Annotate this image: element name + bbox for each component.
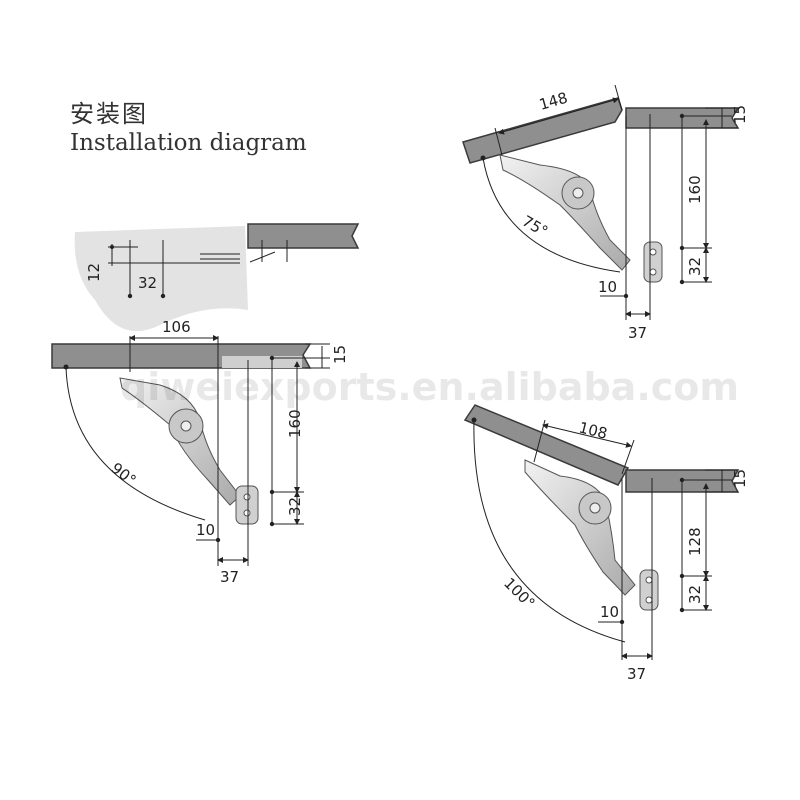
view-90-dim-width: 37 <box>220 568 239 586</box>
view-75-dim-horizontal: 148 <box>537 89 569 114</box>
view-90-angle-label: 90° <box>108 459 140 490</box>
view-100-dim-panel: 15 <box>731 469 749 488</box>
view-100-dim-width: 37 <box>627 665 646 683</box>
view-75-dim-offset: 10 <box>598 278 617 296</box>
view-75-swing-arc <box>482 157 621 273</box>
view-90-degrees: 90° 106 15 160 32 10 37 <box>51 318 349 586</box>
detail-panel <box>247 223 360 249</box>
view-90-dim-vertical: 160 <box>286 409 304 438</box>
view-100-swing-arc <box>473 419 626 643</box>
view-90-swing-arc <box>65 366 206 521</box>
view-75-dim-width: 37 <box>628 324 647 342</box>
view-90-inner-panel <box>222 356 302 368</box>
view-90-dim-panel: 15 <box>331 345 349 364</box>
view-75-degrees: 75° 148 15 160 32 10 37 <box>462 84 749 342</box>
view-100-dim-bracket: 32 <box>686 585 704 604</box>
watermark: qiweiexports.en.alibaba.com <box>120 365 739 409</box>
view-90-hinge <box>119 377 259 525</box>
view-100-dim-horizontal: 108 <box>577 418 609 442</box>
view-100-dim-offset: 10 <box>600 603 619 621</box>
view-75-dim-panel: 15 <box>731 105 749 124</box>
view-75-dim-bracket: 32 <box>686 257 704 276</box>
view-100-degrees: 100° 108 15 128 32 10 37 <box>463 404 749 683</box>
view-100-angle-label: 100° <box>500 574 538 612</box>
view-90-dim-bracket: 32 <box>286 497 304 516</box>
view-100-dim-vertical: 128 <box>686 527 704 556</box>
view-75-dim-vertical: 160 <box>686 175 704 204</box>
title-english: Installation diagram <box>70 130 307 156</box>
detail-background <box>74 226 249 332</box>
title-chinese: 安装图 <box>70 100 148 128</box>
detail-view: 12 32 <box>74 223 360 332</box>
view-90-dim-horizontal: 106 <box>162 318 191 336</box>
detail-dim-spacing: 32 <box>138 274 157 292</box>
view-90-dim-offset: 10 <box>196 521 215 539</box>
detail-dim-height: 12 <box>85 263 103 282</box>
view-75-angle-label: 75° <box>519 212 551 241</box>
view-75-hinge <box>499 154 663 283</box>
view-100-hinge <box>524 459 659 611</box>
